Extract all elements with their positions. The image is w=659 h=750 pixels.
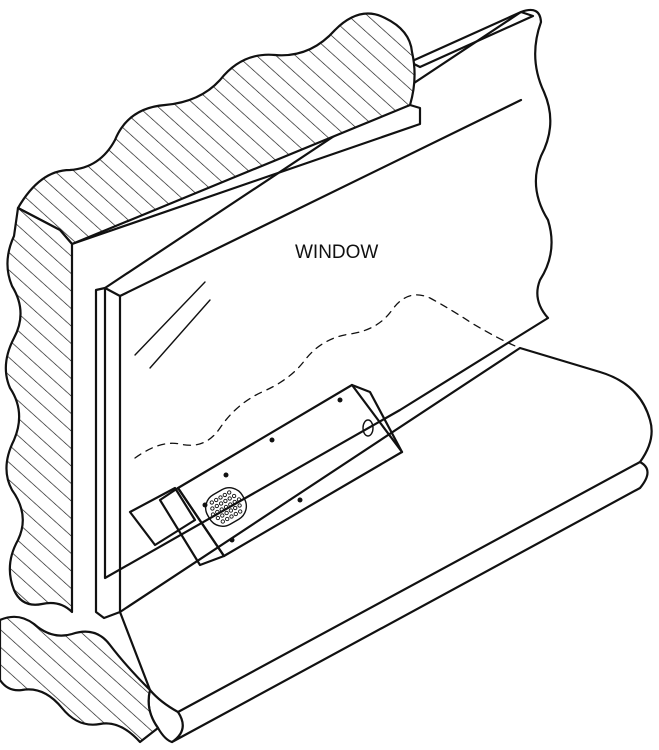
grille-hole xyxy=(223,504,229,510)
grille-hole xyxy=(215,515,221,521)
grille-hole xyxy=(227,496,232,501)
vent-front-face xyxy=(158,486,226,567)
grille-hole xyxy=(233,505,238,511)
vent-screw-hole xyxy=(362,419,374,437)
vent-screws xyxy=(202,397,343,543)
grille-hole xyxy=(222,492,227,498)
grille-hole xyxy=(232,499,237,505)
grille-hole xyxy=(210,506,215,511)
window-frame-top xyxy=(408,10,535,69)
reflection-dashed-line xyxy=(134,294,521,459)
grille-hole xyxy=(214,497,219,503)
grille-hole xyxy=(209,500,214,505)
vent-end-cap xyxy=(350,383,404,454)
grille-hole xyxy=(229,514,234,519)
window-frame-inner xyxy=(118,98,523,298)
grille-hole xyxy=(219,507,224,512)
grille-hole xyxy=(218,495,223,500)
vent-base-bracket xyxy=(128,486,197,547)
grille-hole xyxy=(227,490,232,495)
sill-front-edge xyxy=(170,460,649,744)
grille-hole xyxy=(225,516,230,522)
window-pane-back xyxy=(103,8,553,580)
grille-hole xyxy=(220,513,225,518)
window-label: WINDOW xyxy=(295,242,378,263)
grille-hole xyxy=(237,503,242,508)
window-sill xyxy=(118,346,653,714)
grille-hole xyxy=(224,510,229,516)
wall-section-top xyxy=(16,12,416,246)
grille-hole xyxy=(231,493,237,499)
wall-section-left xyxy=(4,206,74,614)
grille-hole xyxy=(223,498,228,504)
grille-hole xyxy=(236,497,242,502)
floor-section xyxy=(0,615,160,744)
glass-glare xyxy=(134,281,211,369)
grille-hole xyxy=(220,519,225,524)
window-frame-front xyxy=(94,286,122,620)
grille-hole xyxy=(228,502,233,507)
vent-top-face xyxy=(176,383,404,558)
grille-hole xyxy=(238,509,243,514)
grille-hole xyxy=(233,511,238,517)
grille-hole xyxy=(210,512,216,517)
vent-grille xyxy=(204,487,248,527)
grille-hole xyxy=(215,509,220,515)
grille-hole xyxy=(218,501,224,506)
grille-hole xyxy=(214,503,219,509)
grille-hole xyxy=(228,508,234,513)
